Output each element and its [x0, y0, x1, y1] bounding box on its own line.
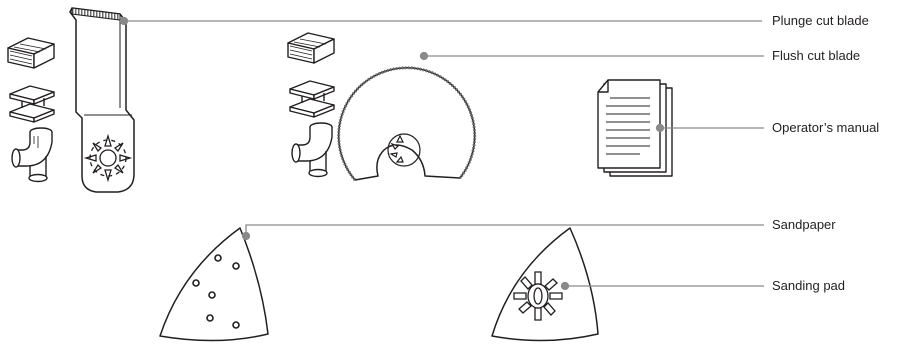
material-icons-left [7, 37, 55, 183]
sandpaper-holes [192, 254, 240, 329]
leader-lines [119, 16, 764, 291]
label-flush-cut-blade: Flush cut blade [772, 48, 861, 63]
operators-manual-figure [597, 79, 673, 177]
sandpaper-figure [159, 227, 269, 342]
metal-icon [9, 85, 55, 123]
wood-icon [7, 37, 55, 69]
blade-mount [387, 133, 421, 167]
manual-text-lines [606, 97, 650, 155]
material-icons-middle [287, 32, 335, 178]
label-sanding-pad: Sanding pad [772, 278, 846, 293]
metal-icon [289, 80, 335, 118]
blade-mount [83, 133, 133, 183]
wood-icon [287, 32, 335, 64]
leader-sandpaper [245, 224, 764, 236]
pipe-icon [11, 127, 53, 183]
label-sandpaper: Sandpaper [772, 217, 836, 232]
label-plunge-cut-blade: Plunge cut blade [772, 13, 869, 28]
pad-mount [513, 271, 563, 321]
pipe-icon [291, 122, 333, 178]
flush-cut-blade-figure [337, 66, 477, 181]
label-operators-manual: Operator’s manual [772, 120, 880, 135]
sanding-pad-figure [491, 227, 599, 342]
plunge-cut-blade-figure [69, 7, 135, 193]
